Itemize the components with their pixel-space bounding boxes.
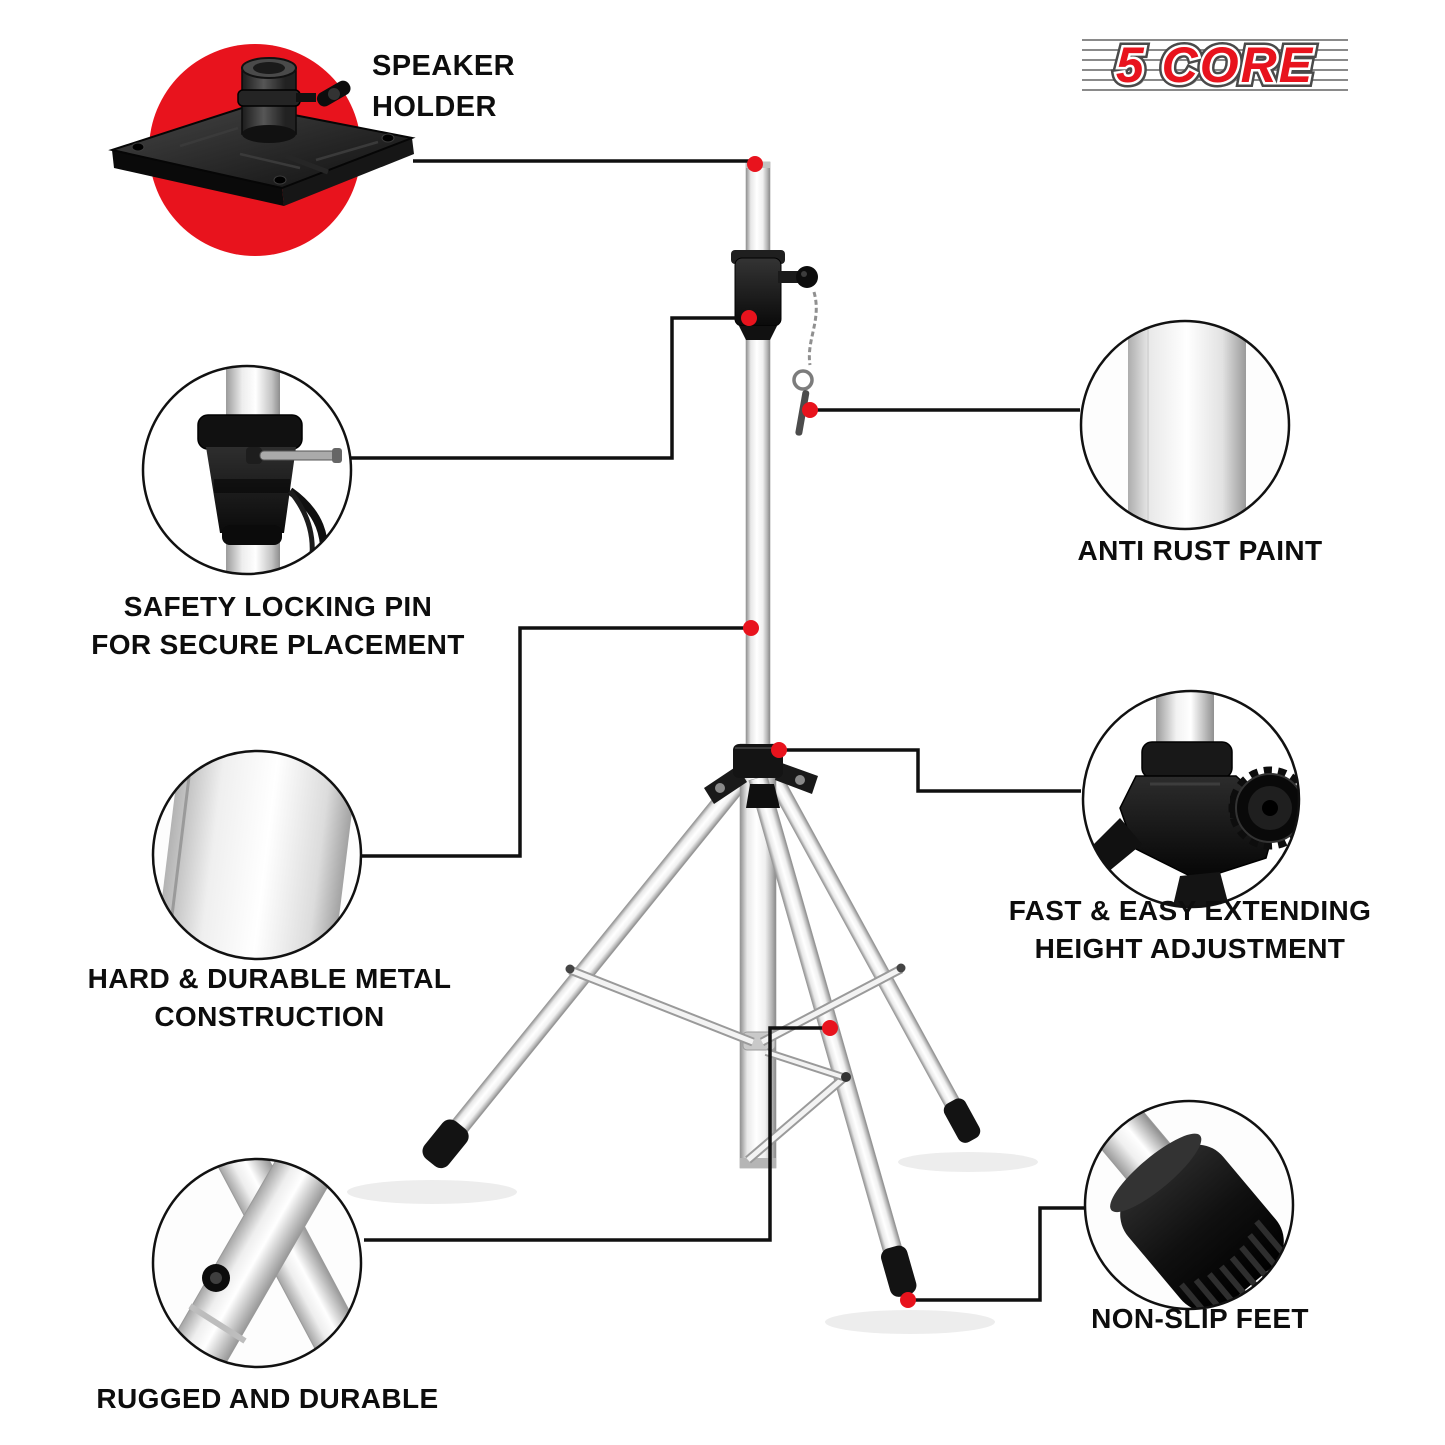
callout-circle-safety-pin [141,364,353,576]
callout-line-rugged [364,1026,828,1242]
label-safety-pin-line2: FOR SECURE PLACEMENT [91,629,465,661]
callout-line-non-slip [910,1206,1084,1302]
stand-right-leg [762,765,981,1143]
callout-circle-height-adjust [1081,689,1301,909]
stand-height-clamp [731,250,818,340]
callout-circle-rugged [151,1157,363,1369]
stand-left-leg [422,764,756,1169]
label-speaker-holder: SPEAKER HOLDER [372,46,612,127]
rugged-closeup [153,1159,361,1367]
callout-line-hard-metal [362,626,748,858]
svg-text:5 CORE: 5 CORE [1120,41,1318,97]
non-slip-closeup [1085,1101,1293,1309]
label-safety-pin-line1: SAFETY LOCKING PIN [123,591,433,622]
label-rugged-line1: RUGGED AND DURABLE [96,1383,439,1414]
label-height-adjust: FAST & EASY EXTENDING HEIGHT ADJUSTMENT [995,892,1385,968]
callout-circle-non-slip [1083,1099,1295,1311]
safety-pin-closeup [143,366,351,574]
label-height-adjust-line1: FAST & EASY EXTENDING [1008,895,1372,926]
label-hard-metal-line2: CONSTRUCTION [154,1001,385,1033]
label-non-slip: NON-SLIP FEET [1040,1300,1360,1338]
anti-rust-closeup [1081,321,1289,529]
height-adjust-closeup [1083,691,1299,907]
callout-circle-anti-rust [1079,319,1291,531]
label-speaker-holder-line2: HOLDER [372,90,497,123]
logo-text: 5 CORE 5 CORE 5 CORE 5 CORE [1111,32,1318,98]
logo-stripes [1082,39,1348,91]
callout-dot-hard-metal [743,620,759,636]
label-hard-metal: HARD & DURABLE METAL CONSTRUCTION [72,960,467,1036]
callout-dot-safety-pin [741,310,757,326]
stand-braces [565,963,906,1164]
callout-dot-height-adjust [771,742,787,758]
stand-lower-tube-cap [740,1158,776,1168]
svg-text:5 CORE: 5 CORE [1116,37,1314,93]
label-safety-pin: SAFETY LOCKING PIN FOR SECURE PLACEMENT [78,588,478,664]
speaker-stand-illustration [422,161,981,1297]
stand-safety-pin-chain [792,291,818,436]
callout-dot-anti-rust [802,402,818,418]
callout-line-safety-pin [342,316,746,460]
callout-line-height-adjust [782,748,1081,793]
callout-dot-rugged [822,1020,838,1036]
label-anti-rust: ANTI RUST PAINT [1040,532,1360,570]
figure-speaker-holder [108,44,416,256]
label-height-adjust-line2: HEIGHT ADJUSTMENT [1034,933,1346,965]
callout-circle-hard-metal [151,749,363,961]
floor-shadows [347,1152,1038,1334]
brand-logo: 5 CORE 5 CORE 5 CORE 5 CORE [1082,32,1348,98]
svg-text:5 CORE: 5 CORE [1116,37,1314,93]
label-rugged: RUGGED AND DURABLE [70,1380,465,1418]
callout-dot-speaker-holder [747,156,763,172]
stand-tripod-hub [704,744,818,808]
speaker-mount-bracket [108,57,416,206]
svg-text:5 CORE: 5 CORE [1116,37,1314,93]
callout-connectors [342,159,1084,1302]
label-speaker-holder-line1: SPEAKER [372,50,515,82]
callout-dots [741,156,916,1308]
label-anti-rust-line1: ANTI RUST PAINT [1077,535,1323,566]
label-non-slip-line1: NON-SLIP FEET [1091,1303,1309,1334]
label-hard-metal-line1: HARD & DURABLE METAL [87,963,452,994]
hard-metal-closeup [153,751,361,959]
callout-dot-non-slip [900,1292,916,1308]
